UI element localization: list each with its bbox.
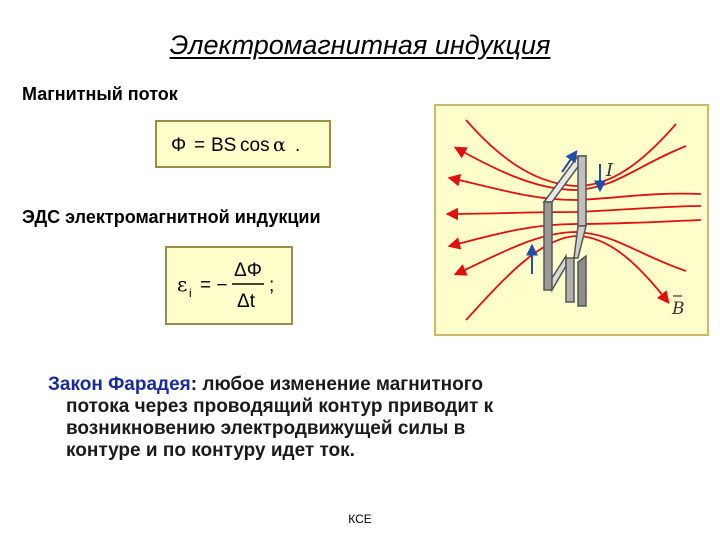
emf-denominator: Δt bbox=[237, 291, 256, 312]
frame-lead-right bbox=[577, 254, 587, 307]
current-arrows bbox=[526, 150, 606, 274]
emf-epsilon: ε bbox=[177, 272, 187, 296]
frame-front-side bbox=[543, 201, 553, 291]
emf-equals-minus: = − bbox=[200, 275, 227, 296]
field-line bbox=[465, 119, 677, 187]
emf-numerator: ΔΦ bbox=[234, 260, 262, 281]
field-line bbox=[453, 145, 687, 191]
heading-emf: ЭДС электромагнитной индукции bbox=[22, 207, 321, 227]
emf-formula-box: ε i = − ΔΦ Δt ; bbox=[165, 246, 293, 325]
faraday-law-text: Закон Фарадея: любое изменение магнитног… bbox=[48, 374, 668, 462]
emf-formula: ε i = − ΔΦ Δt ; bbox=[177, 260, 274, 312]
induction-diagram: I B bbox=[445, 119, 702, 321]
field-line bbox=[453, 231, 687, 276]
frame-lead-left bbox=[565, 257, 575, 303]
flux-alpha: α bbox=[273, 134, 286, 156]
frame-bottom-left bbox=[551, 253, 567, 293]
field-line bbox=[447, 219, 702, 250]
flux-cos: cos bbox=[240, 135, 270, 156]
field-label: B bbox=[671, 299, 685, 319]
current-arrow-top bbox=[561, 150, 578, 173]
footer-label: КСЕ bbox=[348, 512, 372, 526]
frame-bottom-right bbox=[573, 225, 587, 259]
law-line-1: Закон Фарадея: любое изменение магнитног… bbox=[48, 374, 668, 396]
current-label: I bbox=[605, 160, 614, 181]
flux-equals: = bbox=[194, 135, 205, 156]
field-line bbox=[465, 235, 670, 321]
field-line-center bbox=[445, 205, 702, 221]
flux-bs: BS bbox=[211, 135, 236, 156]
emf-subscript: i bbox=[189, 286, 192, 300]
page-title: Электромагнитная индукция bbox=[169, 30, 551, 60]
heading-magnetic-flux: Магнитный поток bbox=[22, 84, 178, 104]
law-line-1-text: : любое изменение магнитного bbox=[190, 374, 484, 395]
law-line-2: потока через проводящий контур приводит … bbox=[66, 396, 494, 417]
frame-back-side bbox=[577, 155, 587, 227]
field-lines bbox=[445, 119, 702, 321]
field-line bbox=[447, 173, 702, 201]
law-line-4: контуре и по контуру идет ток. bbox=[66, 440, 355, 461]
induction-figure: I B bbox=[434, 104, 709, 336]
law-line-3: возникновению электродвижущей силы в bbox=[66, 418, 466, 439]
flux-formula: Φ = BS cos α . bbox=[171, 134, 300, 156]
flux-formula-box: Φ = BS cos α . bbox=[155, 120, 331, 168]
flux-period: . bbox=[295, 135, 300, 156]
flux-symbol: Φ bbox=[171, 135, 186, 156]
emf-semicolon: ; bbox=[269, 275, 274, 296]
conducting-frame bbox=[542, 155, 588, 307]
law-lead: Закон Фарадея bbox=[48, 374, 191, 395]
